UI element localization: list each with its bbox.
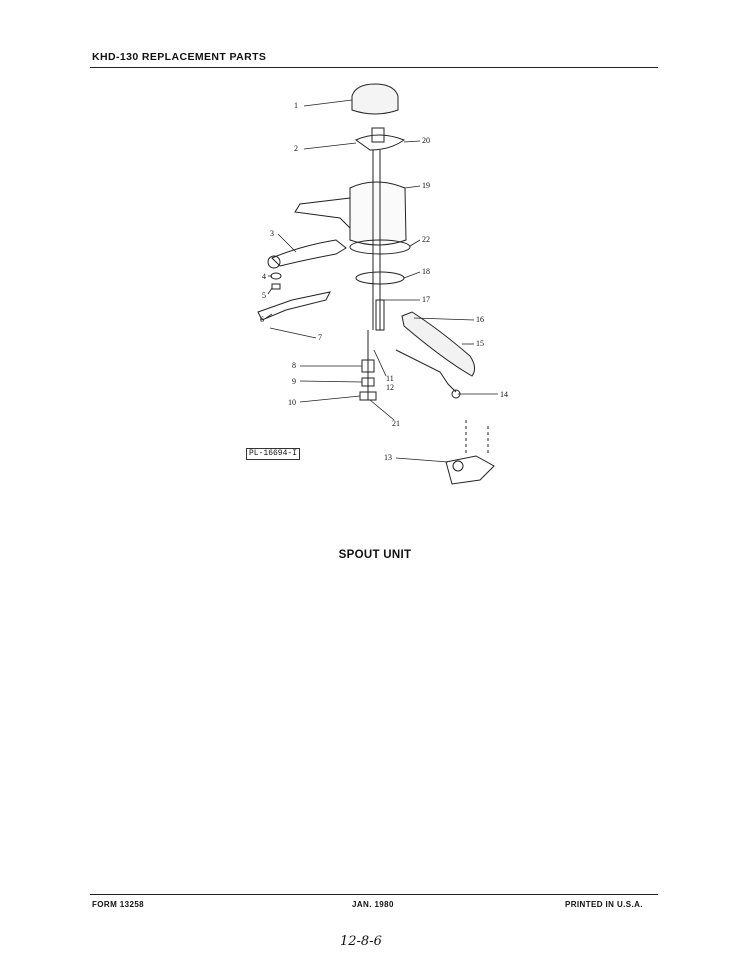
part-small-washer — [271, 283, 281, 290]
part-spout-nozzle — [294, 197, 351, 229]
part-bolt — [375, 299, 385, 331]
part-ring — [349, 239, 411, 255]
callout-4: 4 — [262, 272, 266, 281]
callout-21: 21 — [392, 419, 400, 428]
callout-9: 9 — [292, 377, 296, 386]
callout-18: 18 — [422, 267, 430, 276]
part-lever-hub — [267, 255, 281, 269]
callout-15: 15 — [476, 339, 484, 348]
plate-id: PL-16694-I — [246, 448, 301, 460]
part-switch-knob — [452, 460, 464, 472]
part-lever — [271, 239, 347, 267]
callout-5: 5 — [262, 291, 266, 300]
footer-date: JAN. 1980 — [352, 900, 394, 909]
callout-22: 22 — [422, 235, 430, 244]
footer-form: FORM 13258 — [92, 900, 145, 909]
callout-2: 2 — [294, 144, 298, 153]
part-link-rod — [395, 349, 457, 393]
footer-printed: PRINTED IN U.S.A. — [565, 900, 643, 909]
callout-6: 6 — [260, 315, 264, 324]
callout-19: 19 — [422, 181, 430, 190]
callout-17: 17 — [422, 295, 430, 304]
header-title: KHD-130 REPLACEMENT PARTS — [92, 51, 267, 63]
callout-16: 16 — [476, 315, 484, 324]
callout-10: 10 — [288, 398, 296, 407]
part-cap — [351, 83, 399, 115]
callout-8: 8 — [292, 361, 296, 370]
figure-caption: SPOUT UNIT — [338, 549, 412, 561]
part-upper-plate — [355, 134, 406, 151]
callout-20: 20 — [422, 136, 430, 145]
part-spout-body — [349, 181, 407, 246]
handwritten-page-number: 12-8-6 — [340, 934, 382, 949]
callout-14: 14 — [500, 390, 508, 399]
part-upper-stem — [371, 127, 385, 143]
part-nut — [270, 272, 282, 280]
part-bracket — [257, 291, 331, 321]
callout-11: 11 — [386, 374, 394, 383]
callout-3: 3 — [270, 229, 274, 238]
callout-7: 7 — [318, 333, 322, 342]
header-rule — [90, 67, 658, 68]
footer-rule — [90, 894, 658, 895]
part-hose — [401, 311, 476, 377]
part-switch — [445, 455, 495, 485]
callout-1: 1 — [294, 101, 298, 110]
callout-12: 12 — [386, 383, 394, 392]
callout-13: 13 — [384, 453, 392, 462]
